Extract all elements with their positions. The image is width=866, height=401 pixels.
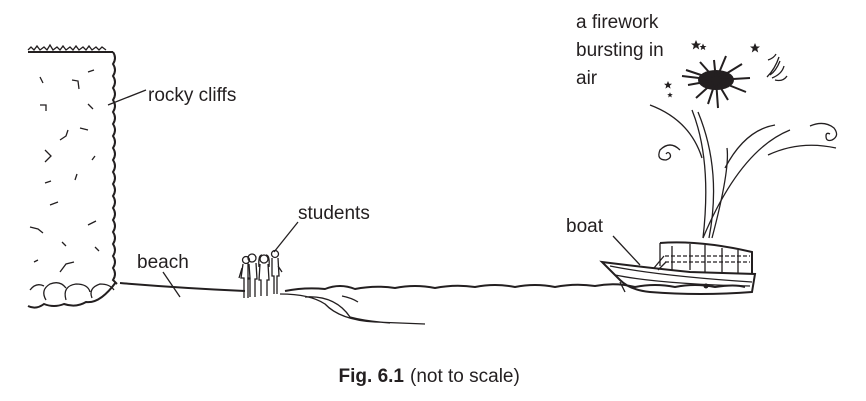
shoreline — [279, 293, 426, 325]
caption-note: (not to scale) — [410, 366, 520, 387]
beach-leader — [162, 271, 181, 298]
firework-burst — [664, 40, 788, 109]
label-boat: boat — [566, 216, 604, 237]
cliffs-leader — [107, 89, 147, 106]
beach-line — [119, 282, 246, 292]
boat-leader — [612, 235, 641, 266]
boat-drawing — [599, 241, 757, 295]
rocky-cliff — [27, 43, 118, 309]
caption-fig: Fig. 6.1 — [339, 366, 405, 387]
label-firework-line2: bursting in — [576, 40, 664, 61]
firework-trails — [649, 104, 838, 239]
students-figures — [238, 249, 283, 298]
label-firework-line3: air — [576, 68, 598, 89]
label-students: students — [298, 203, 370, 224]
students-leader — [273, 221, 299, 253]
label-beach: beach — [137, 252, 189, 273]
label-firework-line1: a firework — [576, 12, 659, 33]
label-rocky-cliffs: rocky cliffs — [148, 85, 236, 106]
water-surface — [284, 283, 746, 292]
